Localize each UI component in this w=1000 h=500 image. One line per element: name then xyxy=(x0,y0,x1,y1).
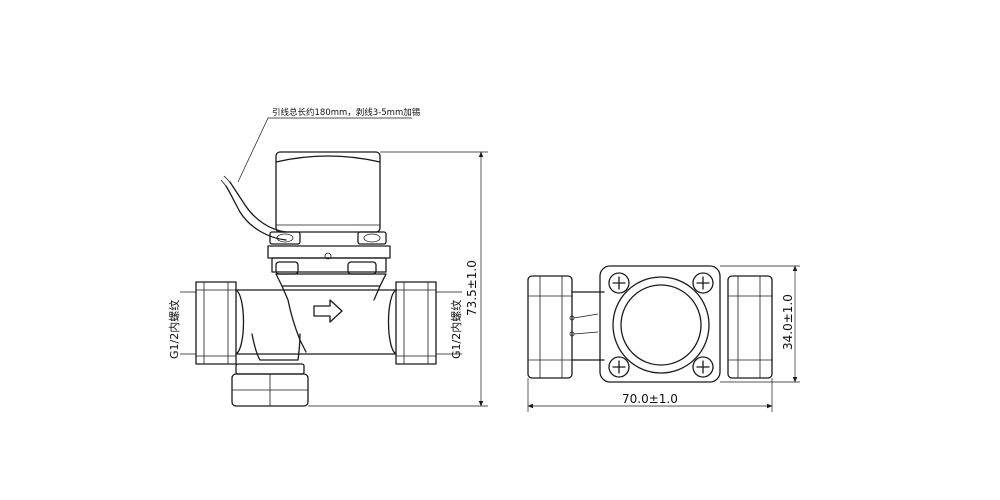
top-wire-pins xyxy=(569,291,605,361)
solenoid-coil xyxy=(275,151,381,233)
width-dimension-label: 70.0±1.0 xyxy=(622,392,678,406)
coil-inner-ring xyxy=(620,284,702,366)
thread-label-right: G1/2内螺纹 xyxy=(449,300,463,359)
top-left-port xyxy=(527,275,573,379)
phillips-screw-icon xyxy=(608,272,714,378)
coil-outer-ring xyxy=(612,276,710,374)
depth-dimension xyxy=(720,265,800,383)
height-dimension xyxy=(308,151,488,407)
valve-bonnet xyxy=(267,245,391,287)
depth-dimension-label: 34.0±1.0 xyxy=(781,294,795,350)
height-dimension-label: 73.5±1.0 xyxy=(465,260,479,316)
top-view: 70.0±1.0 34.0±1.0 xyxy=(527,265,800,412)
top-right-port xyxy=(727,275,773,379)
left-port xyxy=(180,281,237,365)
right-port xyxy=(395,281,462,365)
side-view: 引线总长约180mm，剥线3-5mm加锡 xyxy=(167,107,488,407)
thread-label-left: G1/2内螺纹 xyxy=(167,300,181,359)
width-dimension xyxy=(527,378,773,412)
wire-note-leader xyxy=(237,117,412,183)
bottom-nut xyxy=(231,363,309,407)
terminal-nuts xyxy=(269,231,387,245)
wire-note-label: 引线总长约180mm，剥线3-5mm加锡 xyxy=(272,107,421,118)
valve-body xyxy=(235,285,397,361)
coil-plate xyxy=(599,265,721,383)
flow-arrow-icon xyxy=(313,299,343,323)
